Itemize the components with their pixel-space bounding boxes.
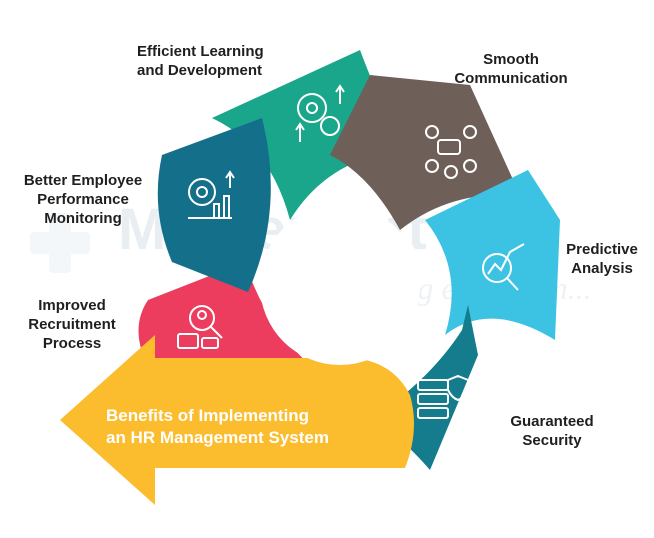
magnifier-chart-icon — [482, 243, 525, 291]
label-security: Guaranteed Security — [502, 412, 602, 450]
center-arrow-title: Benefits of Implementing an HR Managemen… — [106, 405, 329, 449]
label-recruitment: Improved Recruitment Process — [22, 296, 122, 353]
center-arrow-line2: an HR Management System — [106, 428, 329, 447]
team-chat-icon — [425, 125, 477, 179]
label-line: Performance — [37, 191, 129, 208]
label-line: Process — [42, 335, 102, 352]
label-line: Improved — [38, 297, 106, 314]
candidate-search-icon — [177, 305, 223, 349]
center-arrow — [60, 335, 414, 505]
label-performance: Better Employee Performance Monitoring — [14, 171, 152, 228]
label-line: Guaranteed — [510, 413, 594, 430]
label-line: Monitoring — [44, 210, 122, 227]
label-line: Analysis — [571, 260, 633, 277]
label-line: Security — [522, 432, 582, 449]
label-learning: Efficient Learning and Development — [137, 42, 264, 80]
label-line: Recruitment — [28, 316, 116, 333]
segment-recruitment — [138, 262, 310, 370]
label-line: Efficient Learning — [137, 43, 264, 60]
label-communication: Smooth Communication — [446, 50, 576, 88]
watermark-logo — [30, 213, 90, 273]
label-line: Better Employee — [23, 172, 143, 189]
label-line: and Development — [137, 62, 263, 79]
label-line: Predictive — [566, 241, 638, 258]
gear-growth-icon — [295, 84, 345, 142]
label-line: Communication — [454, 70, 568, 87]
segment-learning — [212, 50, 410, 220]
gear-performance-icon — [188, 170, 235, 219]
label-line: Smooth — [483, 51, 539, 68]
label-predictive: Predictive Analysis — [560, 240, 644, 278]
shield-server-icon — [417, 374, 469, 419]
center-arrow-line1: Benefits of Implementing — [106, 406, 310, 425]
segment-communication — [330, 75, 520, 230]
